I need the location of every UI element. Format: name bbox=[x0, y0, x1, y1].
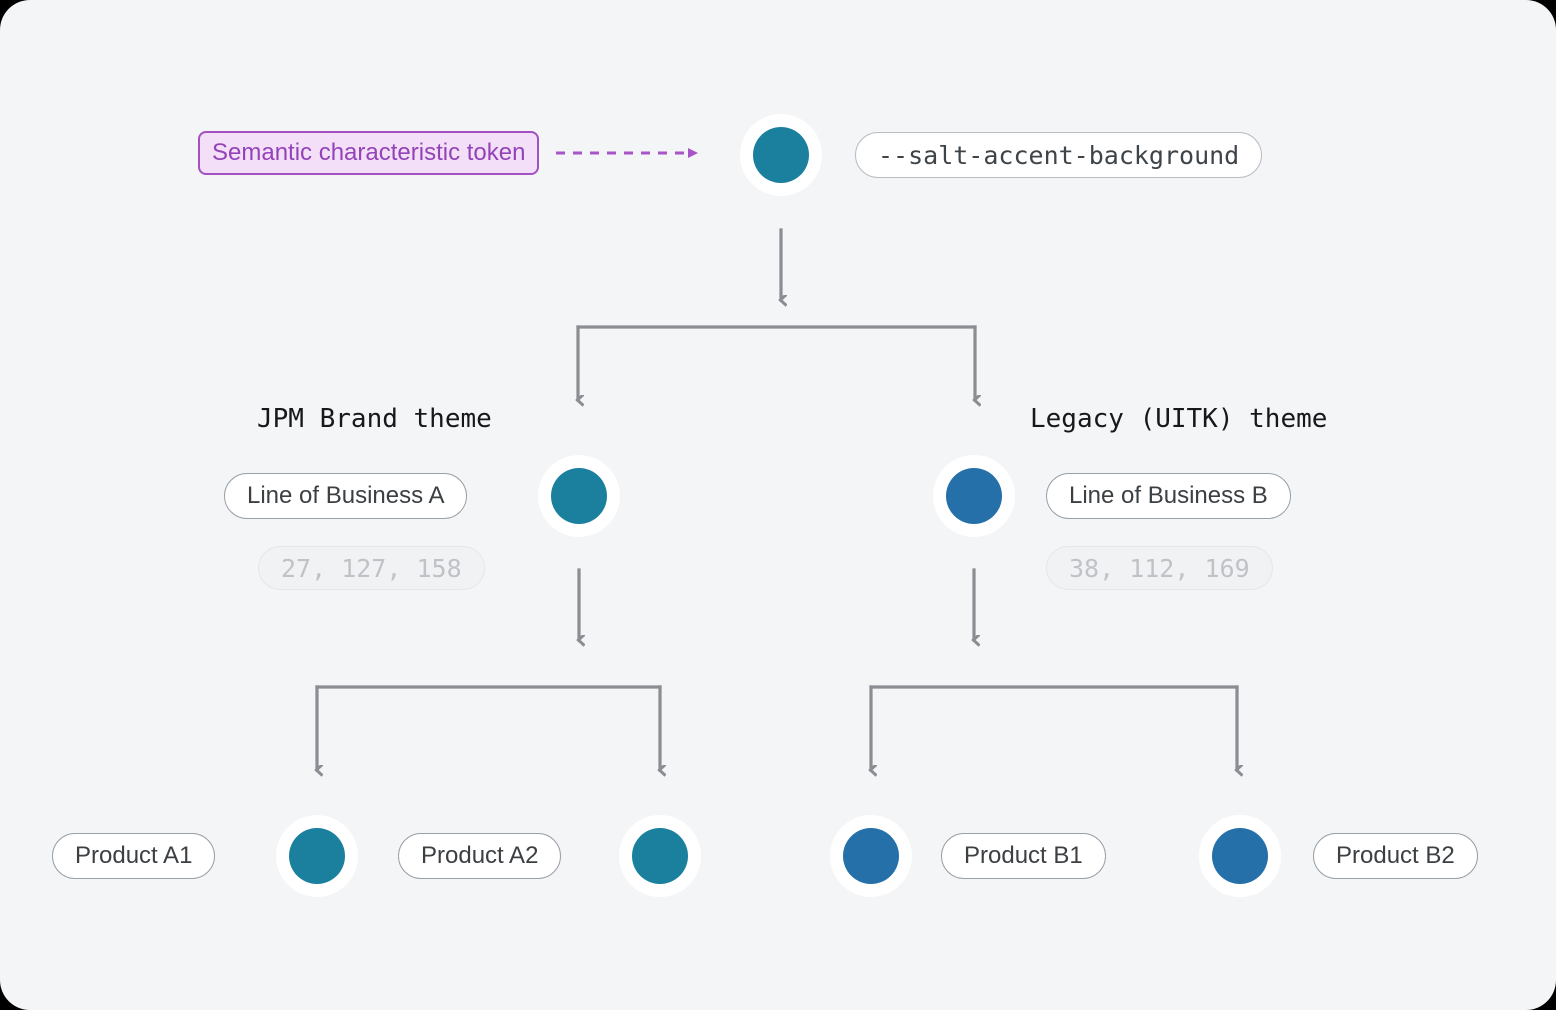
edge-root-to-themes bbox=[578, 228, 975, 400]
theme-label-jpm-brand-text: JPM Brand theme bbox=[257, 404, 492, 434]
root-token-label: --salt-accent-background bbox=[878, 140, 1240, 170]
lob-a-rgb-pill: 27, 127, 158 bbox=[258, 546, 485, 590]
product-b2-swatch[interactable] bbox=[1199, 815, 1281, 897]
product-a2-swatch-circle bbox=[632, 828, 688, 884]
product-a1-label: Product A1 bbox=[75, 842, 193, 869]
lob-b-rgb-label: 38, 112, 169 bbox=[1069, 553, 1250, 583]
lob-a-label: Line of Business A bbox=[247, 482, 445, 509]
product-b2-pill[interactable]: Product B2 bbox=[1313, 833, 1478, 879]
lob-b-rgb-pill: 38, 112, 169 bbox=[1046, 546, 1273, 590]
edge-theme-a-to-products bbox=[317, 568, 660, 770]
lob-b-label: Line of Business B bbox=[1069, 482, 1268, 509]
edge-theme-b-to-products bbox=[871, 568, 1237, 770]
product-b1-swatch-circle bbox=[843, 828, 899, 884]
theme-b-swatch-circle bbox=[946, 468, 1002, 524]
theme-label-legacy-uitk: Legacy (UITK) theme bbox=[1030, 404, 1327, 434]
lob-a-rgb-label: 27, 127, 158 bbox=[281, 553, 462, 583]
root-token-pill[interactable]: --salt-accent-background bbox=[855, 132, 1263, 178]
product-a2-swatch[interactable] bbox=[619, 815, 701, 897]
root-swatch-circle bbox=[753, 127, 809, 183]
root-swatch[interactable] bbox=[740, 114, 822, 196]
semantic-token-callout: Semantic characteristic token bbox=[198, 131, 540, 175]
semantic-token-callout-label: Semantic characteristic token bbox=[212, 139, 526, 166]
lob-a-pill[interactable]: Line of Business A bbox=[224, 473, 468, 519]
product-b2-swatch-circle bbox=[1212, 828, 1268, 884]
theme-b-swatch[interactable] bbox=[933, 455, 1015, 537]
lob-b-pill[interactable]: Line of Business B bbox=[1046, 473, 1291, 519]
product-b1-swatch[interactable] bbox=[830, 815, 912, 897]
product-a1-pill[interactable]: Product A1 bbox=[52, 833, 216, 879]
product-a1-swatch-circle bbox=[289, 828, 345, 884]
product-b2-label: Product B2 bbox=[1336, 842, 1455, 869]
theme-a-swatch-circle bbox=[551, 468, 607, 524]
product-a1-swatch[interactable] bbox=[276, 815, 358, 897]
theme-a-swatch[interactable] bbox=[538, 455, 620, 537]
product-b1-label: Product B1 bbox=[964, 842, 1083, 869]
product-a2-pill[interactable]: Product A2 bbox=[398, 833, 562, 879]
theme-label-legacy-uitk-text: Legacy (UITK) theme bbox=[1030, 404, 1328, 434]
product-b1-pill[interactable]: Product B1 bbox=[941, 833, 1106, 879]
theme-label-jpm-brand: JPM Brand theme bbox=[257, 404, 492, 434]
product-a2-label: Product A2 bbox=[421, 842, 539, 869]
